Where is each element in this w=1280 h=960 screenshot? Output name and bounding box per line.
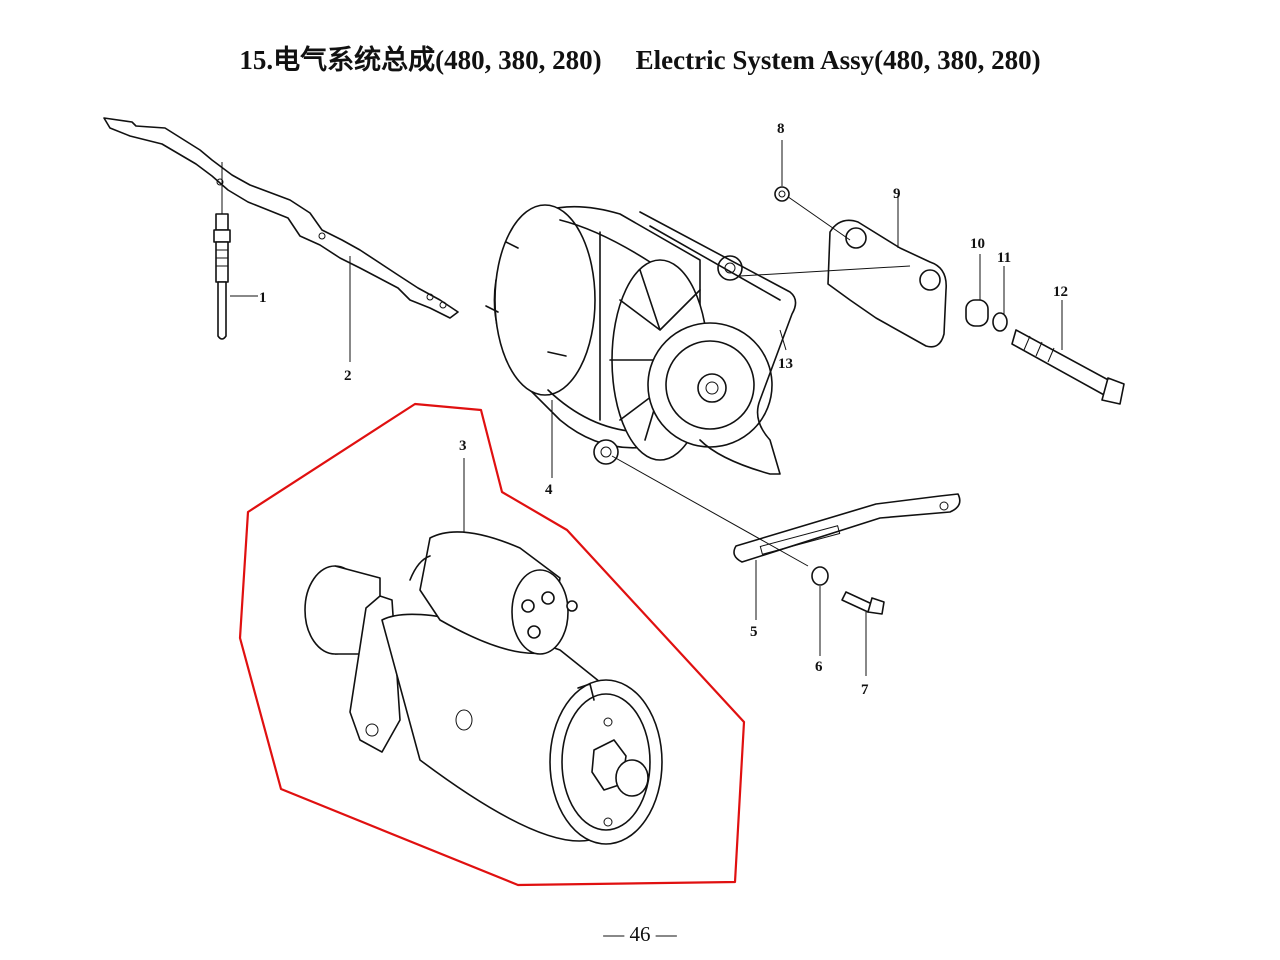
callout-11: 11 [997, 250, 1011, 266]
callout-3: 3 [459, 438, 467, 454]
callout-13: 13 [778, 356, 793, 372]
callout-12: 12 [1053, 284, 1068, 300]
part-9-mount-bracket [739, 193, 947, 348]
callout-2: 2 [344, 368, 352, 384]
page-number: — 46 — [603, 922, 677, 946]
part-11-washer [992, 266, 1008, 332]
callout-4: 4 [545, 482, 553, 498]
callout-8: 8 [777, 121, 785, 137]
part-13-belt [639, 211, 797, 475]
callout-6: 6 [815, 659, 823, 675]
callout-10: 10 [970, 236, 985, 252]
part-4-alternator [485, 204, 773, 478]
part-10-spacer [965, 254, 989, 327]
callout-5: 5 [750, 624, 758, 640]
part-12-long-bolt [1011, 300, 1125, 405]
page-title: 15.电气系统总成(480, 380, 280) Electric System … [0, 38, 1280, 77]
part-8-nut [774, 140, 790, 202]
highlight-outline-starter [238, 402, 746, 887]
callout-7: 7 [861, 682, 869, 698]
title-english: Electric System Assy(480, 380, 280) [635, 45, 1041, 75]
callout-9: 9 [893, 186, 901, 202]
part-2-bracket-strip [103, 117, 459, 362]
title-chinese: 15.电气系统总成(480, 380, 280) [239, 45, 602, 75]
callout-1: 1 [259, 290, 267, 306]
part-3-starter-motor [304, 458, 663, 845]
part-7-short-bolt [841, 591, 885, 676]
part-5-adjusting-strap [611, 455, 961, 620]
part-6-washer [811, 566, 829, 656]
part-1-glow-plug [213, 162, 258, 340]
